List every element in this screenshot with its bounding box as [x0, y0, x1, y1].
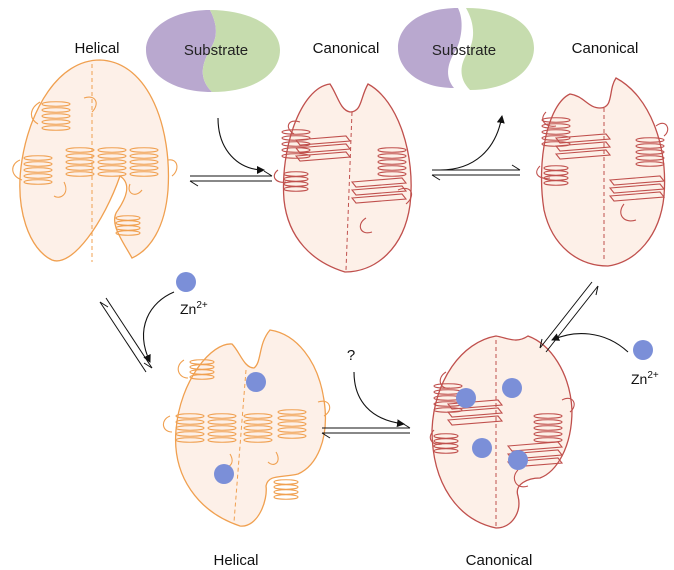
state-label-top-right: Canonical: [572, 40, 639, 57]
arrow-barb: [190, 181, 198, 186]
zinc-ion: [633, 340, 653, 360]
zinc-ion: [246, 372, 266, 392]
zinc-ion: [456, 388, 476, 408]
unknown-transition-arrow: [354, 372, 404, 424]
canonical-state-top-right: [537, 78, 668, 266]
substrate-bound: Substrate: [146, 10, 280, 92]
state-label-bottom-left: Helical: [213, 552, 258, 569]
forward-half-arrow: [106, 298, 152, 368]
forward-half-arrow: [540, 282, 592, 348]
canonical-state-bottom-right: [430, 336, 574, 528]
zinc-ion: [214, 464, 234, 484]
zinc-ion: [472, 438, 492, 458]
arrow-barb: [432, 175, 440, 180]
substrate-release-arrow: [440, 116, 502, 170]
substrate-binding-arrow: [218, 118, 264, 170]
state-label-top-left: Helical: [74, 40, 119, 57]
arrow-barb: [264, 171, 272, 176]
helix-coil: [274, 480, 298, 500]
canonical-body-shape: [542, 78, 665, 266]
reverse-half-arrow: [100, 302, 146, 372]
zinc-ion: [508, 450, 528, 470]
canonical-state-top-middle: [274, 84, 411, 272]
helical-state-top-left: [13, 60, 177, 262]
arrow-barb: [512, 165, 520, 170]
canonical-body-shape: [283, 84, 411, 272]
unknown-step-label: ?: [347, 347, 355, 364]
substrate-label: Substrate: [184, 42, 248, 59]
zinc-binding-arrow-right: [552, 334, 628, 352]
substrate-label: Substrate: [432, 42, 496, 59]
state-label-top-middle: Canonical: [313, 40, 380, 57]
state-label-bottom-right: Canonical: [466, 552, 533, 569]
zinc-binding-arrow-left: [144, 292, 174, 362]
helical-state-bottom-left: [163, 330, 329, 526]
reverse-half-arrow: [546, 286, 598, 352]
zinc-ion-label: Zn2+: [180, 300, 208, 317]
zinc-ion-label: Zn2+: [631, 370, 659, 387]
zinc-ion: [502, 378, 522, 398]
zinc-ion: [176, 272, 196, 292]
substrate-released: Substrate: [398, 8, 534, 90]
